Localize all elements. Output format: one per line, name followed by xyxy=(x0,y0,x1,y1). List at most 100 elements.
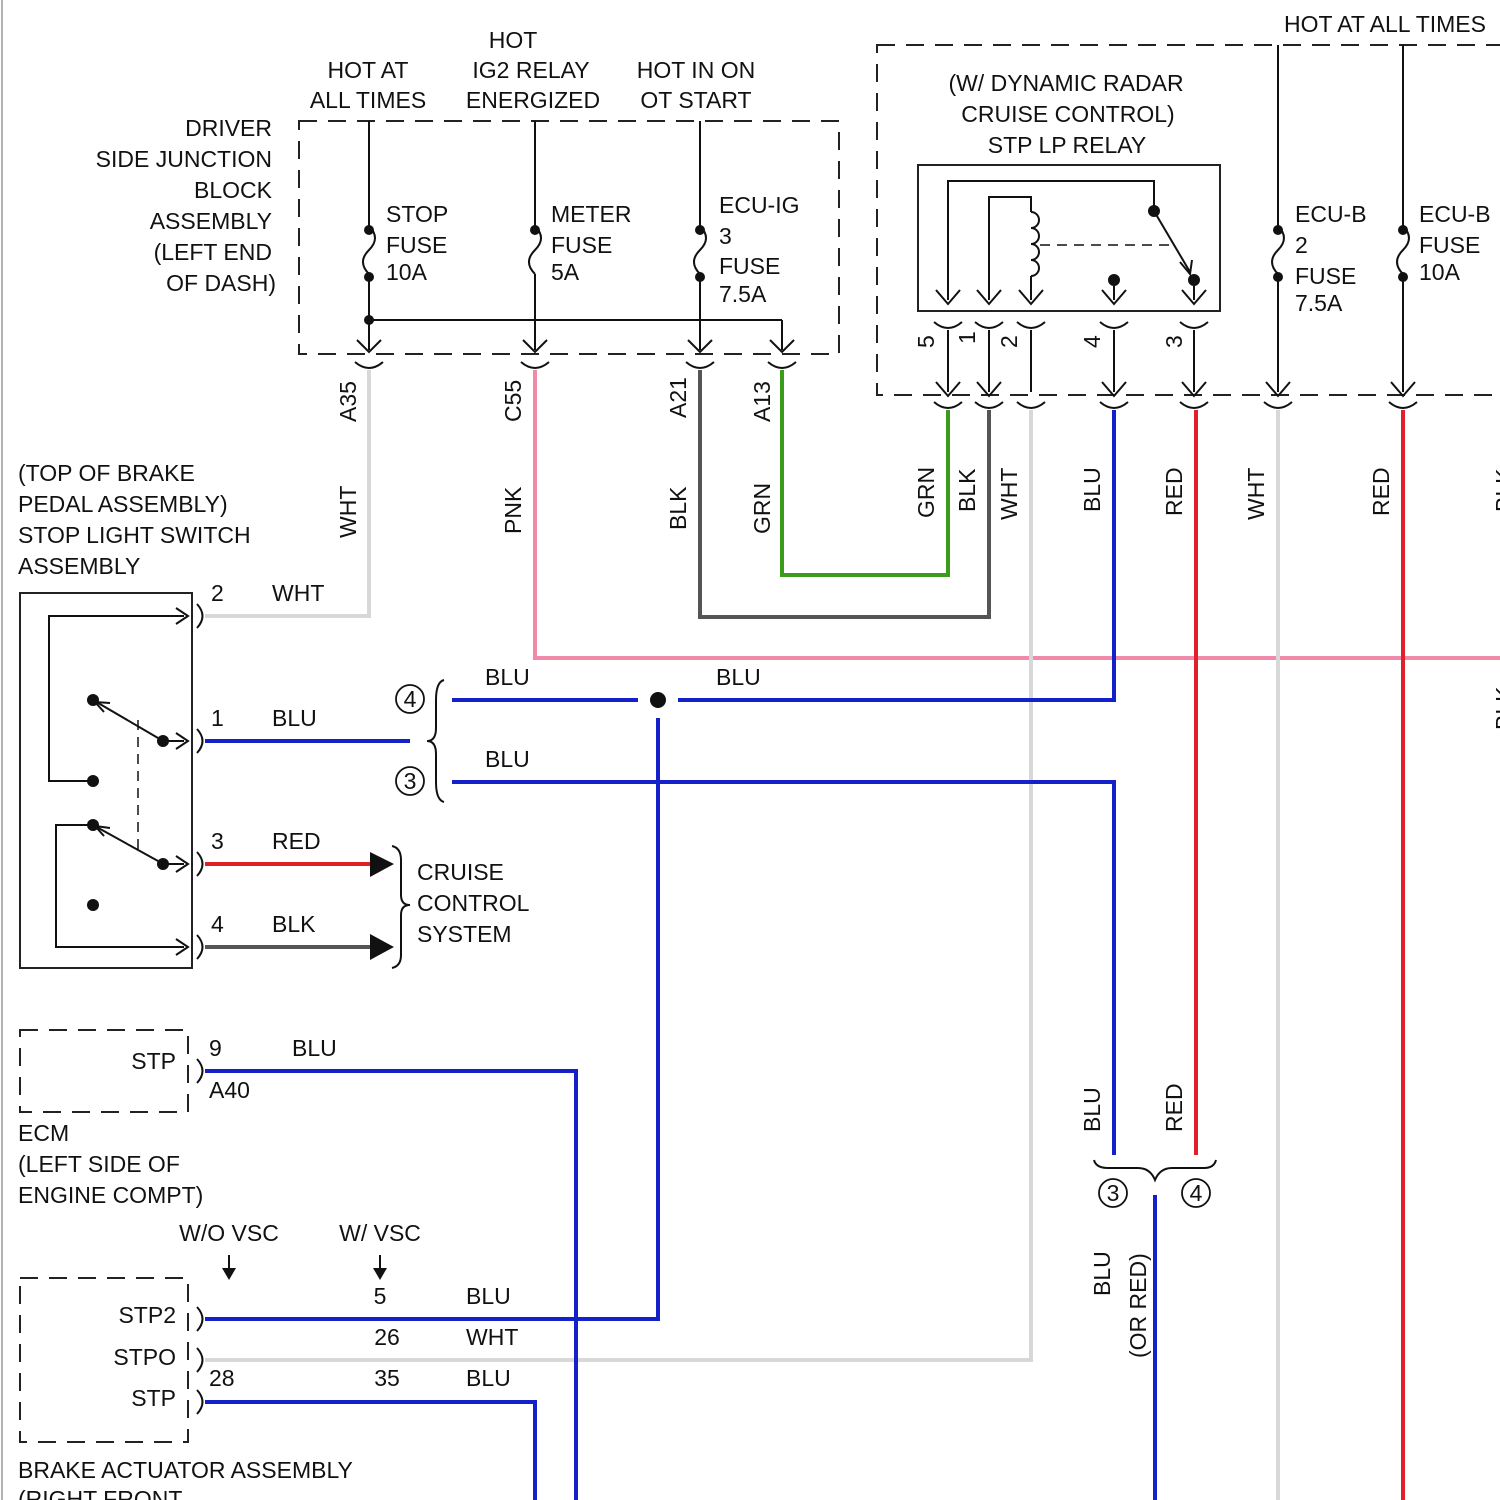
jb-line-6: OF DASH) xyxy=(166,270,276,296)
ecuig-fuse-l4: 7.5A xyxy=(719,281,767,307)
arrow-blk xyxy=(370,934,394,960)
stop-fuse-l3: 10A xyxy=(386,259,428,285)
ecub2-l4: 7.5A xyxy=(1295,290,1343,316)
hot-ig2-3: ENERGIZED xyxy=(466,87,600,113)
label-r4-blu: BLU xyxy=(1079,467,1105,512)
vsc-with: W/ VSC xyxy=(339,1220,421,1246)
stop-fuse-l1: STOP xyxy=(386,201,448,227)
brake-line-1: BRAKE ACTUATOR ASSEMBLY xyxy=(18,1457,353,1483)
label-ecub2-wht: WHT xyxy=(1243,468,1269,520)
label-edge-top: BLK xyxy=(1491,468,1500,512)
label-edge-bot: BLK xyxy=(1491,686,1500,730)
vsc-without: W/O VSC xyxy=(179,1220,279,1246)
switch-pin-2: 2 xyxy=(211,580,224,606)
switch-pin-4-color: BLK xyxy=(272,911,316,937)
connector-a35: A35 xyxy=(335,381,361,422)
relay-pin-5: 5 xyxy=(913,335,939,348)
connector-a13: A13 xyxy=(749,381,775,422)
hot-at-all-times-1: HOT AT xyxy=(328,57,409,83)
ecub2-l3: FUSE xyxy=(1295,263,1356,289)
splice-dot xyxy=(650,692,666,708)
label-r2-wht: WHT xyxy=(996,468,1022,520)
brake-pin-5-wire: BLU xyxy=(466,1283,511,1309)
switch-line-3: STOP LIGHT SWITCH xyxy=(18,522,251,548)
ecm-stp: STP xyxy=(131,1048,176,1074)
label-r3-red: RED xyxy=(1161,467,1187,516)
brake-pin-35-wire: BLU xyxy=(466,1365,511,1391)
label-r1-blk: BLK xyxy=(954,468,980,512)
ecub-l2: FUSE xyxy=(1419,232,1480,258)
br-circle-3: 3 xyxy=(1107,1180,1120,1206)
relay-line-1: (W/ DYNAMIC RADAR xyxy=(948,70,1183,96)
wire-splice3-blu xyxy=(452,782,1114,1155)
label-c55-pnk: PNK xyxy=(500,486,526,534)
connector-c55: C55 xyxy=(500,380,526,422)
label-ecub-red: RED xyxy=(1368,467,1394,516)
brake-pin-26-wire: WHT xyxy=(466,1324,518,1350)
relay-pin-4: 4 xyxy=(1079,335,1105,348)
arrow-red xyxy=(370,852,394,877)
splice-blu-b: BLU xyxy=(716,664,761,690)
switch-pin-1-color: BLU xyxy=(272,705,317,731)
meter-fuse-l3: 5A xyxy=(551,259,580,285)
ecm-line-2: (LEFT SIDE OF xyxy=(18,1151,180,1177)
ecm-connector-a40: A40 xyxy=(209,1077,250,1103)
br-merged-1: BLU xyxy=(1089,1251,1115,1296)
hot-in-on-2: OT START xyxy=(640,87,751,113)
switch-pin-4: 4 xyxy=(211,911,224,937)
ecub-l1: ECU-B xyxy=(1419,201,1491,227)
switch-pin-3: 3 xyxy=(211,828,224,854)
cruise-line-2: CONTROL xyxy=(417,890,530,916)
relay-pin-3: 3 xyxy=(1161,335,1187,348)
switch-line-2: PEDAL ASSEMBLY) xyxy=(18,491,228,517)
relay-pin-1: 1 xyxy=(954,331,980,344)
brake-stp2: STP2 xyxy=(118,1302,176,1328)
relay-line-2: CRUISE CONTROL) xyxy=(961,101,1174,127)
switch-line-1: (TOP OF BRAKE xyxy=(18,460,195,486)
jb-line-1: DRIVER xyxy=(185,115,272,141)
hot-in-on-1: HOT IN ON xyxy=(637,57,755,83)
meter-fuse-l1: METER xyxy=(551,201,632,227)
splice-circle-3: 3 xyxy=(404,768,417,794)
hot-ig2-2: IG2 RELAY xyxy=(472,57,589,83)
connector-a21: A21 xyxy=(665,377,691,418)
stp-lp-relay xyxy=(918,165,1220,408)
br-red: RED xyxy=(1161,1083,1187,1132)
label-a35-wht: WHT xyxy=(335,486,361,538)
label-a13-grn: GRN xyxy=(749,483,775,534)
ecub-l3: 10A xyxy=(1419,259,1461,285)
switch-pin-1: 1 xyxy=(211,705,224,731)
ecm-line-3: ENGINE COMPT) xyxy=(18,1182,203,1208)
splice-blu-a: BLU xyxy=(485,664,530,690)
jb-line-5: (LEFT END xyxy=(154,239,272,265)
stop-fuse-l2: FUSE xyxy=(386,232,447,258)
ecuig-fuse-l2: 3 xyxy=(719,223,732,249)
ecm-wire-blu: BLU xyxy=(292,1035,337,1061)
br-blu: BLU xyxy=(1079,1087,1105,1132)
jb-line-4: ASSEMBLY xyxy=(150,208,272,234)
cruise-bracket xyxy=(392,846,410,968)
meter-fuse-l2: FUSE xyxy=(551,232,612,258)
relay-line-3: STP LP RELAY xyxy=(988,132,1147,158)
wire-r2-wht xyxy=(205,410,1031,1360)
label-r5-grn: GRN xyxy=(913,467,939,518)
relay-pin-2: 2 xyxy=(996,335,1022,348)
label-a21-blk: BLK xyxy=(665,486,691,530)
hot-at-all-times-2: ALL TIMES xyxy=(310,87,426,113)
switch-pin-3-color: RED xyxy=(272,828,321,854)
ecuig-fuse-l3: FUSE xyxy=(719,253,780,279)
ecm-pin-9: 9 xyxy=(209,1035,222,1061)
jb-line-2: SIDE JUNCTION xyxy=(96,146,272,172)
vsc-arrows xyxy=(222,1255,387,1280)
brake-pin-35: 35 xyxy=(374,1365,400,1391)
brake-pin-5: 5 xyxy=(374,1283,387,1309)
ecub2-l1: ECU-B xyxy=(1295,201,1367,227)
jb-line-3: BLOCK xyxy=(194,177,273,203)
brake-pin-26: 26 xyxy=(374,1324,400,1350)
switch-pin-2-color: WHT xyxy=(272,580,324,606)
splice-circle-4: 4 xyxy=(404,686,417,712)
cruise-line-3: SYSTEM xyxy=(417,921,512,947)
switch-line-4: ASSEMBLY xyxy=(18,553,140,579)
hot-at-all-times-right: HOT AT ALL TIMES xyxy=(1284,11,1486,37)
